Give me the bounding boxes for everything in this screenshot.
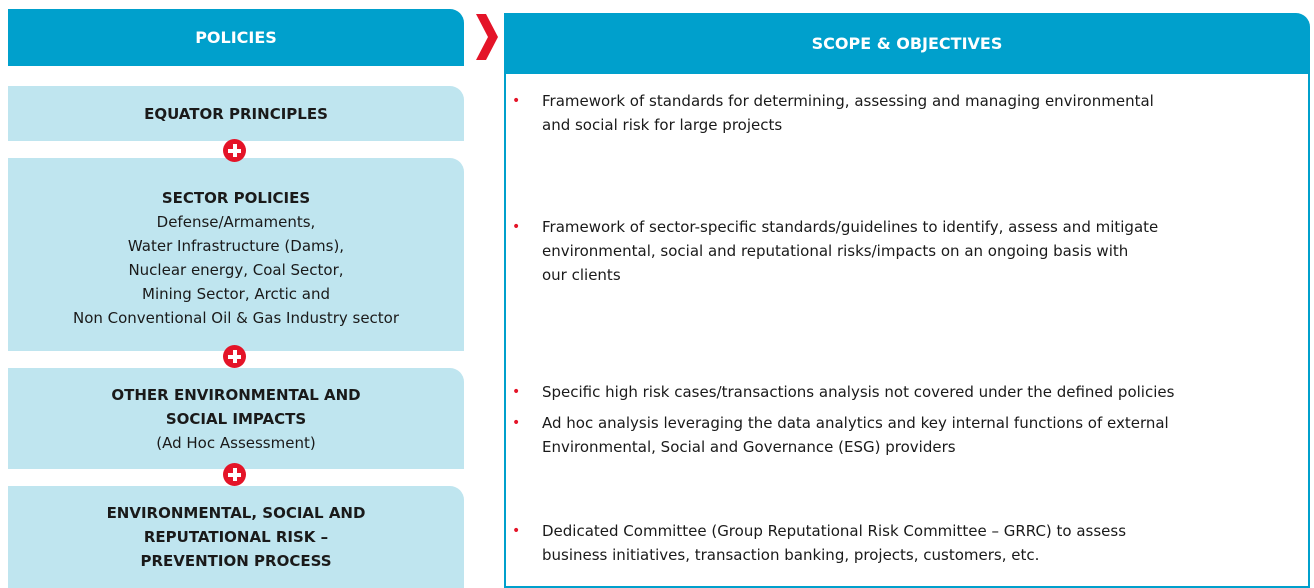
chevron-right-icon [476, 14, 498, 60]
bullet-icon: • [512, 384, 521, 400]
policy-title: ENVIRONMENTAL, SOCIAL AND [106, 504, 366, 522]
policy-detail: Mining Sector, Arctic and [142, 284, 330, 303]
policies-header: POLICIES [8, 9, 464, 66]
policy-title: OTHER ENVIRONMENTAL AND [111, 385, 361, 404]
policy-detail: Defense/Armaments, [156, 212, 316, 231]
bullet-icon: • [512, 219, 521, 235]
policy-title: PREVENTION PROCESS [140, 552, 332, 570]
objective-line: environmental, social and reputational r… [542, 242, 1129, 260]
objective-line: Ad hoc analysis leveraging the data anal… [542, 414, 1169, 432]
policy-box-prevention-process: ENVIRONMENTAL, SOCIAL AND REPUTATIONAL R… [8, 486, 464, 588]
objective-item: • Dedicated Committee (Group Reputationa… [512, 519, 1302, 567]
policy-title: REPUTATIONAL RISK – [143, 528, 329, 546]
plus-circle-icon [223, 463, 246, 486]
objective-line: business initiatives, transaction bankin… [542, 546, 1040, 564]
scope-header-label: SCOPE & OBJECTIVES [811, 34, 1003, 53]
objective-line: Framework of sector-specific standards/g… [542, 218, 1159, 236]
objective-line: and social risk for large projects [542, 116, 783, 134]
policy-title: SOCIAL IMPACTS [165, 409, 307, 428]
policy-box-other-impacts: OTHER ENVIRONMENTAL AND SOCIAL IMPACTS (… [8, 368, 464, 469]
bullet-icon: • [512, 415, 521, 431]
policy-detail: Water Infrastructure (Dams), [127, 236, 345, 255]
objective-item: • Specific high risk cases/transactions … [512, 380, 1302, 404]
objective-line: Environmental, Social and Governance (ES… [542, 438, 956, 456]
policy-detail: Non Conventional Oil & Gas Industry sect… [72, 308, 400, 327]
objective-line: Specific high risk cases/transactions an… [542, 383, 1175, 401]
policy-box-sector: SECTOR POLICIES Defense/Armaments, Water… [8, 158, 464, 351]
policy-box-equator: EQUATOR PRINCIPLES [8, 86, 464, 141]
policies-header-label: POLICIES [195, 28, 277, 47]
policy-detail: Nuclear energy, Coal Sector, [128, 260, 344, 279]
scope-header: SCOPE & OBJECTIVES [504, 13, 1310, 74]
objective-line: our clients [542, 266, 621, 284]
bullet-icon: • [512, 93, 521, 109]
objective-line: Dedicated Committee (Group Reputational … [542, 522, 1127, 540]
plus-circle-icon [223, 139, 246, 162]
objective-item: • Ad hoc analysis leveraging the data an… [512, 411, 1302, 459]
policy-title: EQUATOR PRINCIPLES [144, 104, 328, 123]
objective-item: • Framework of sector-specific standards… [512, 215, 1302, 287]
bullet-icon: • [512, 523, 521, 539]
objective-item: • Framework of standards for determining… [512, 89, 1302, 137]
policy-detail: (Ad Hoc Assessment) [156, 433, 316, 452]
objective-line: Framework of standards for determining, … [542, 92, 1154, 110]
policy-title: SECTOR POLICIES [161, 188, 311, 207]
plus-circle-icon [223, 345, 246, 368]
scope-panel [504, 74, 1310, 588]
